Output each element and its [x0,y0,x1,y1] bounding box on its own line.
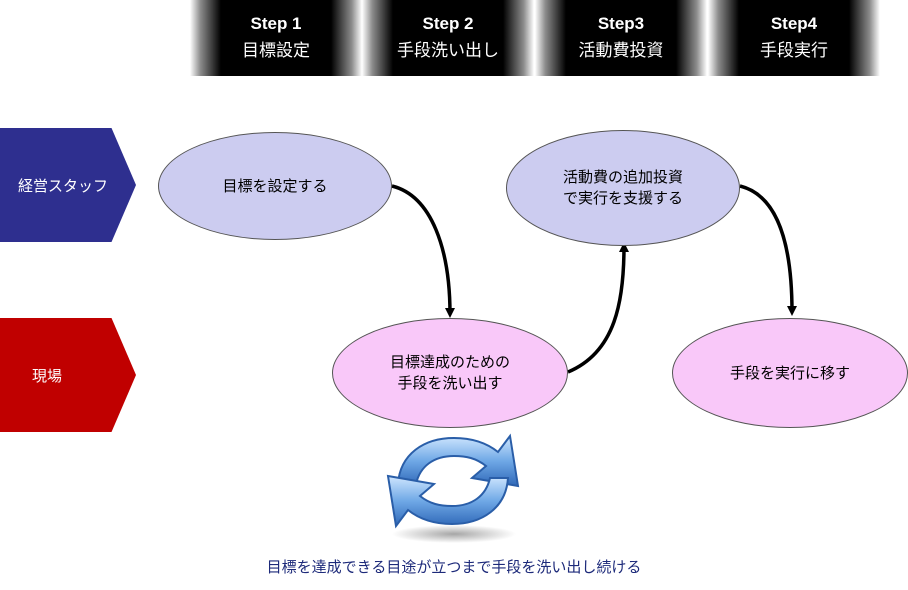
node-execute: 手段を実行に移す [672,318,908,428]
node-find-means-line1: 目標達成のための [389,353,510,371]
step-3-number: Step3 [597,14,645,33]
node-invest-line2: で実行を支援する [562,189,683,207]
step-1-header: Step 1 目標設定 [190,0,362,76]
role-management-chevron: 経営スタッフ [0,128,136,242]
node-set-goal: 目標を設定する [158,132,392,240]
step-4-title: 手段実行 [760,41,828,61]
node-find-means-line2: 手段を洗い出す [397,374,503,392]
node-invest-line1: 活動費の追加投資 [562,168,683,186]
arrow-means-to-invest [567,242,629,374]
step-1-title: 目標設定 [242,41,310,61]
node-invest: 活動費の追加投資 で実行を支援する [506,130,740,246]
step-4-header: Step4 手段実行 [708,0,880,76]
step-3-title: 活動費投資 [578,41,664,61]
role-field-chevron: 現場 [0,318,136,432]
refresh-cycle-icon [386,433,520,543]
step-2-title: 手段洗い出し [397,41,499,61]
role-field-label: 現場 [32,366,63,385]
step-3-header: Step3 活動費投資 [535,0,707,76]
step-2-header: Step 2 手段洗い出し [362,0,534,76]
step-1-number: Step 1 [250,14,302,33]
role-management-label: 経営スタッフ [18,176,109,195]
node-set-goal-text: 目標を設定する [222,176,328,195]
arrow-invest-to-execute [739,184,797,316]
step-4-number: Step4 [770,14,818,33]
caption: 目標を達成できる目途が立つまで手段を洗い出し続ける [266,558,642,576]
arrow-goal-to-means [391,184,455,318]
node-find-means: 目標達成のための 手段を洗い出す [332,318,568,428]
node-execute-text: 手段を実行に移す [729,363,850,382]
step-2-number: Step 2 [422,14,474,33]
